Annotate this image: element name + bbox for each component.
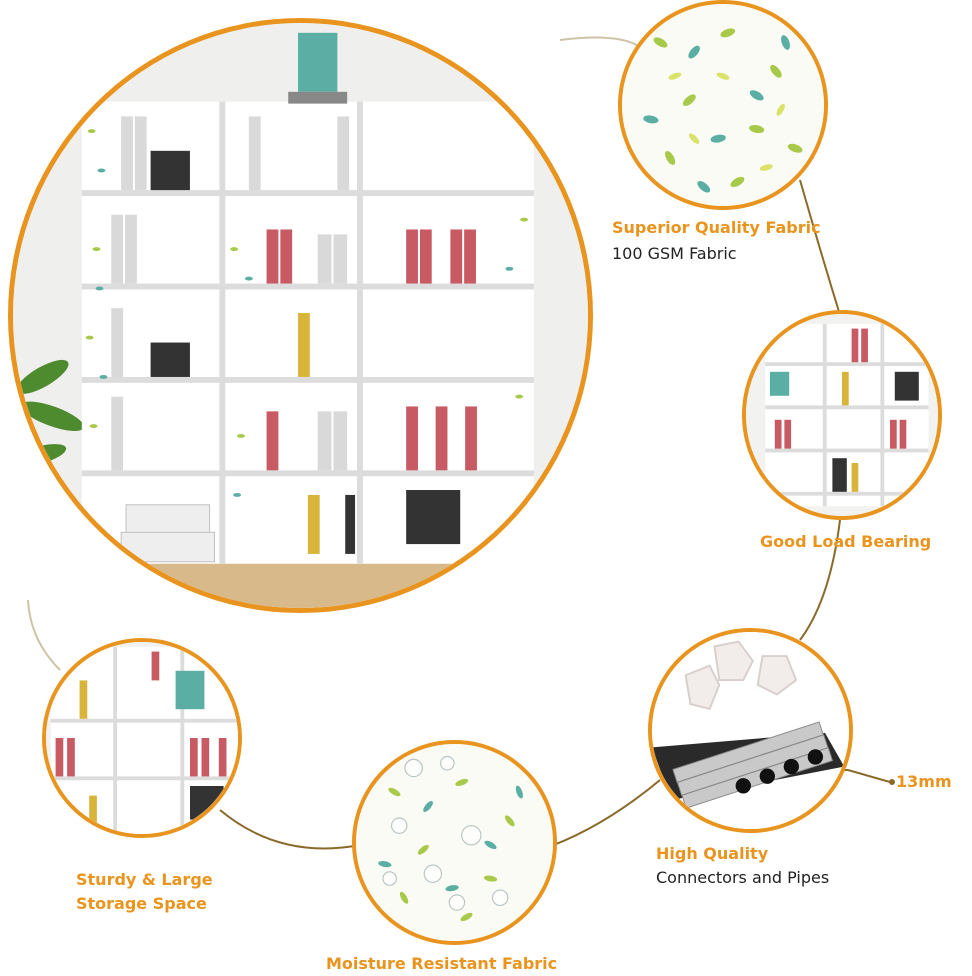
pipes-subtitle: Connectors and Pipes	[656, 868, 830, 887]
fabric-subtitle: 100 GSM Fabric	[612, 244, 737, 263]
load-bearing-title: Good Load Bearing	[760, 532, 932, 551]
pipe-connector-icon	[652, 632, 849, 829]
leaf-pattern-icon	[622, 4, 824, 206]
fabric-title: Superior Quality Fabric	[612, 218, 821, 237]
storage-circle	[42, 638, 242, 838]
pipes-title: High Quality	[656, 844, 769, 863]
storage-title-line1: Sturdy & Large	[76, 870, 213, 889]
pipe-size-measure: 13mm	[896, 772, 952, 791]
moisture-title: Moisture Resistant Fabric	[326, 954, 558, 973]
pipes-circle	[648, 628, 853, 833]
water-droplet-icon	[356, 744, 553, 941]
bookshelf-storage-icon	[46, 642, 238, 834]
moisture-circle	[352, 740, 557, 945]
shelf-storage-icon	[746, 314, 938, 516]
main-bookshelf-circle	[8, 18, 593, 613]
fabric-circle	[618, 0, 828, 210]
bookshelf-icon	[13, 23, 588, 608]
load-bearing-circle	[742, 310, 942, 520]
storage-title-line2: Storage Space	[76, 894, 207, 913]
